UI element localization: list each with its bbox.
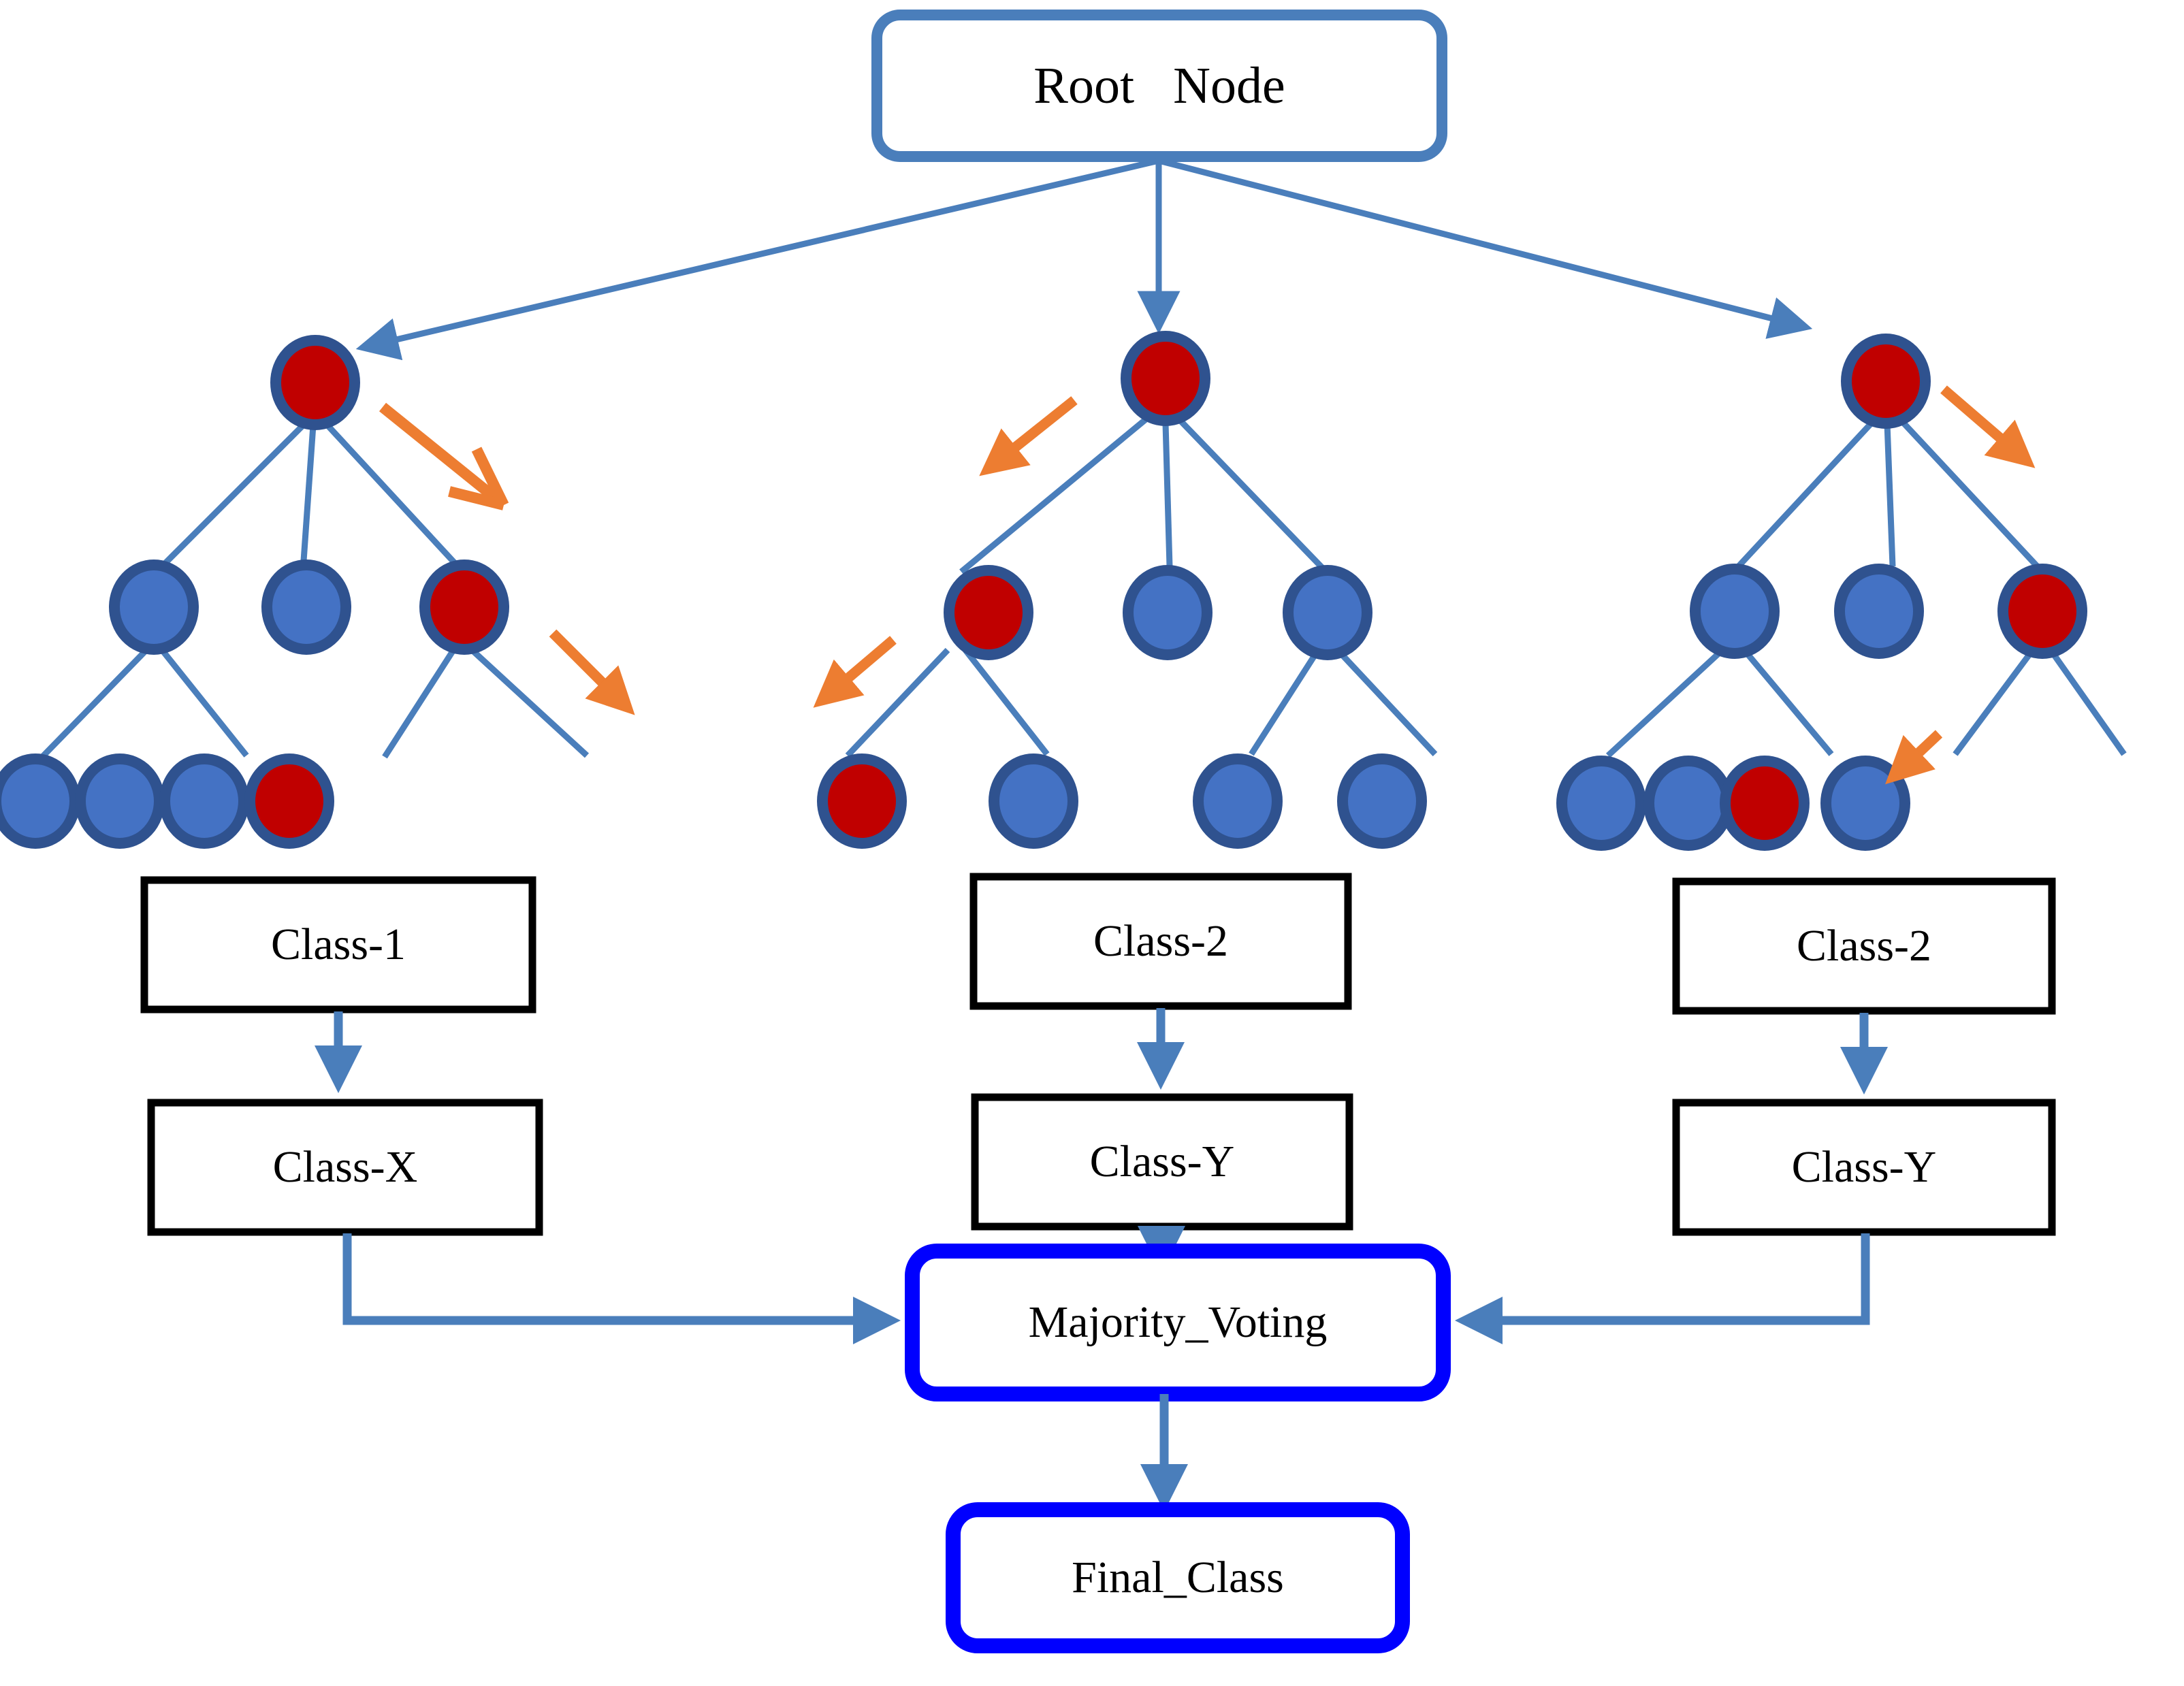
node-t2-l2-a[interactable] [944,565,1033,660]
node-t1-l3-a[interactable] [0,753,80,849]
node-t3-l2-c[interactable] [1997,564,2087,659]
edge-t1-root-c [319,416,464,573]
node-t1-l2-a[interactable] [109,560,199,655]
orange-highlight-arrows [379,385,2036,785]
node-t3-l3-d[interactable] [1820,756,1910,851]
orange-arrow-1-barb-a [471,447,509,508]
edge-t1-a-leaf2 [159,648,249,758]
edge-t3-root-a [1732,416,1878,573]
node-t2-l3-a[interactable] [817,753,907,849]
node-t1-l3-b[interactable] [75,753,165,849]
result-boxes [147,1093,2056,1236]
final-class-box[interactable] [946,1502,1410,1653]
edge-t2-root-c [1174,414,1328,573]
node-t1-l2-c[interactable] [419,560,509,655]
orange-arrow-6-icon [1885,730,1943,785]
edge-classx-to-majority [342,1233,901,1345]
edge-t1-c-leaf4 [467,645,590,758]
result-box-tree-2[interactable] [971,1093,1353,1231]
class-boxes [140,873,2056,1015]
tree-2-edges [845,414,1438,758]
tree-3-edges [1605,416,2127,758]
edge-root-to-tree3 [1157,157,1813,339]
node-t1-l3-d[interactable] [244,753,334,849]
edge-t3-a-leaf2 [1741,648,1834,756]
orange-arrow-5-icon [1940,385,2036,468]
edge-t1-c-leaf3 [382,646,457,759]
node-t3-l2-b[interactable] [1834,564,1924,659]
edge-t1-a-leaf1 [39,647,149,760]
class-box-tree-3[interactable] [1672,877,2056,1015]
node-t1-l3-c[interactable] [159,753,249,849]
node-t3-root[interactable] [1841,334,1931,429]
orange-arrow-1-barb-b [448,486,505,510]
tree-1-edges [39,416,590,760]
class-to-result-edges [314,1008,1889,1095]
edge-classy-right-to-majority [1455,1233,1870,1345]
root-node-box-shape [871,10,1447,162]
root-to-tree-edges [355,157,1813,361]
node-t1-l2-b[interactable] [261,560,351,655]
node-t2-root[interactable] [1121,331,1210,426]
tree-3-nodes [1556,334,2087,851]
node-t3-l2-a[interactable] [1690,564,1780,659]
node-t3-l3-b[interactable] [1643,756,1733,851]
node-t2-l2-c[interactable] [1283,565,1372,660]
result-box-tree-1[interactable] [147,1099,543,1236]
edge-t1-root-b [300,425,317,571]
edge-t3-a-leaf1 [1605,647,1725,758]
edge-t1-root-a [154,416,312,574]
edge-t3-c-leaf3 [1953,646,2037,756]
edge-t2-c-leaf4 [1333,645,1438,757]
edge-t3-root-b [1884,423,1896,567]
edge-root-to-tree1 [355,157,1160,361]
node-t1-root[interactable] [270,335,360,430]
node-t2-l3-b[interactable] [989,753,1078,849]
orange-arrow-2-icon [549,629,635,715]
node-t3-l3-a[interactable] [1556,756,1646,851]
orange-arrow-1-icon [379,402,509,510]
node-t2-l2-b[interactable] [1123,565,1213,660]
edge-t3-root-c [1897,416,2044,573]
orange-arrow-1-shaft [379,402,507,508]
result-box-tree-3[interactable] [1672,1099,2056,1236]
edge-t2-root-a [959,414,1151,574]
node-t2-l3-c[interactable] [1193,753,1283,849]
majority-voting-box[interactable] [905,1244,1451,1401]
edge-t2-a-leaf1 [845,647,950,758]
tree-2-nodes [817,331,1427,849]
edge-t2-c-leaf3 [1249,646,1322,756]
node-t2-l3-d[interactable] [1337,753,1427,849]
node-t3-l3-c[interactable] [1720,756,1810,851]
edge-t3-c-leaf4 [2046,646,2127,756]
edge-t2-root-b [1162,423,1173,567]
tree-1-nodes [0,335,509,849]
class-box-tree-2[interactable] [969,873,1352,1010]
root-node-box[interactable] [871,10,1447,162]
orange-arrow-4-icon [813,636,897,708]
orange-arrow-3-icon [979,396,1078,476]
edge-t2-a-leaf2 [963,648,1050,756]
class-box-tree-1[interactable] [140,876,536,1014]
